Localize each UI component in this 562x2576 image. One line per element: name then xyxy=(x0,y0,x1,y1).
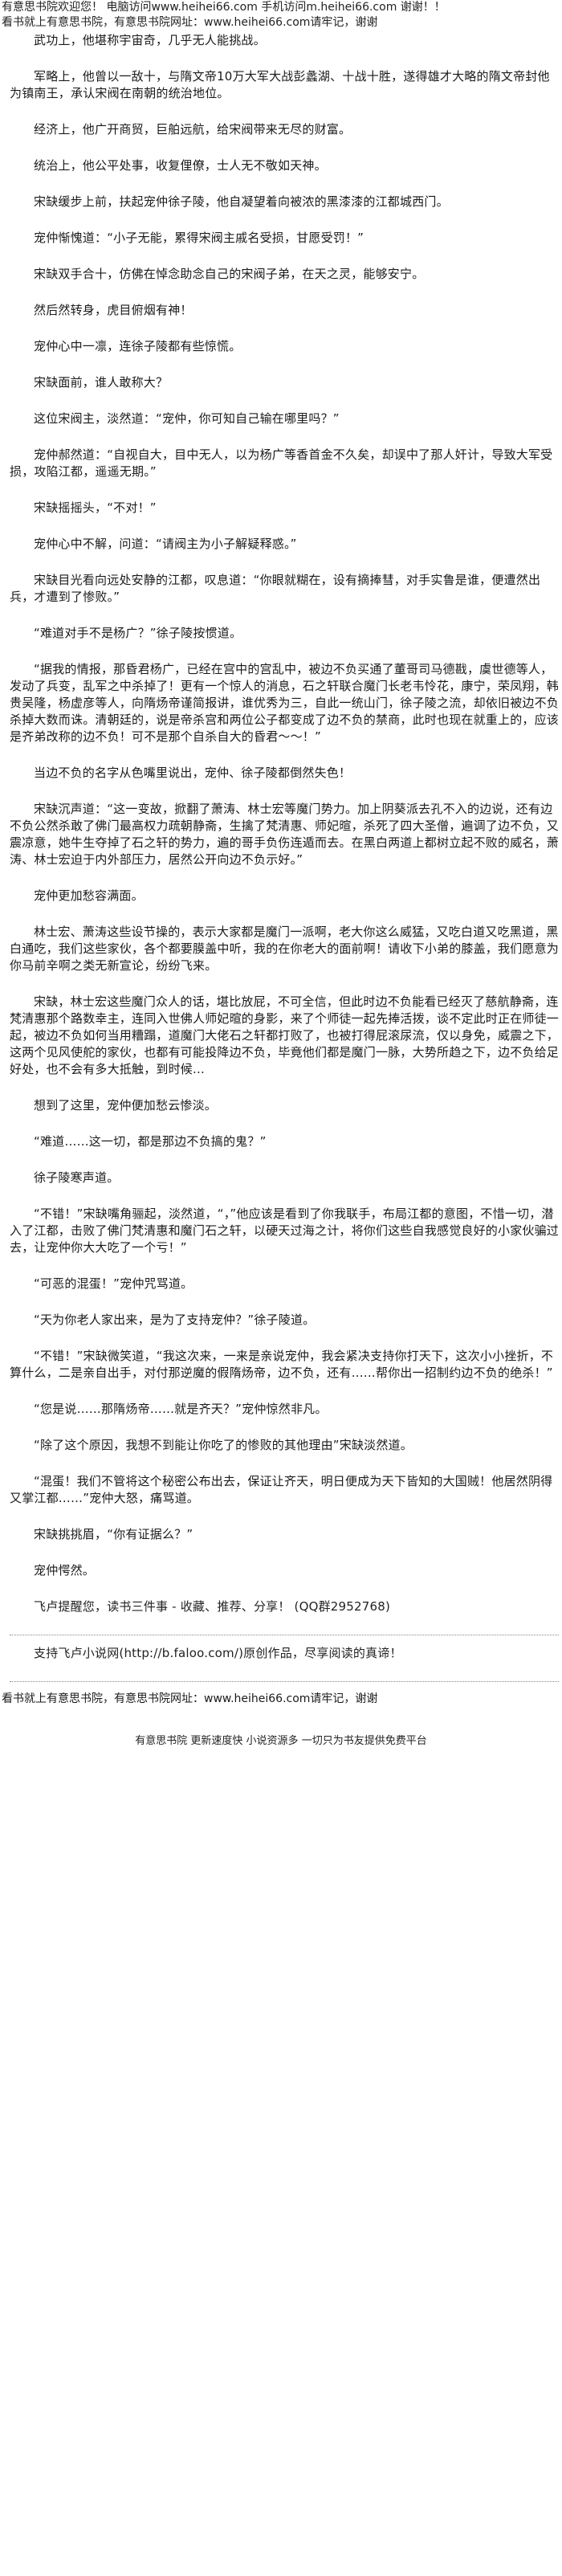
paragraph: “天为你老人家出来，是为了支持宠仲？”徐子陵道。 xyxy=(34,1312,316,1327)
paragraph: 宋缺沉声道：“这一变故，掀翻了萧涛、林士宏等魔门势力。加上阴葵派去孔不入的边说，… xyxy=(10,802,560,867)
paragraph: “除了这个原因，我想不到能让你吃了的惨败的其他理由”宋缺淡然道。 xyxy=(34,1438,413,1452)
paragraph: 这位宋阀主，淡然道：“宠仲，你可知自己输在哪里吗？” xyxy=(34,411,340,426)
paragraph: 当边不负的名字从色嘴里说出，宠仲、徐子陵都倒然失色！ xyxy=(34,765,352,780)
site-banner: 有意思书院欢迎您！ 电脑访问www.heihei66.com 手机访问m.hei… xyxy=(0,0,562,31)
paragraph: 宠仲心中不解，问道：“请阀主为小子解疑释惑。” xyxy=(34,537,297,551)
paragraph: “难道……这一切，都是那边不负搞的鬼？” xyxy=(34,1134,267,1149)
paragraph: 宋缺双手合十，仿佛在悼念助念自己的宋阀子弟，在天之灵，能够安宁。 xyxy=(34,267,425,281)
promo-share-link[interactable]: 飞卢提醒您，读书三件事 - 收藏、推荐、分享！ (QQ群2952768) xyxy=(34,1599,391,1614)
paragraph: “混蛋！我们不管将这个秘密公布出去，保证让齐天，明日便成为天下皆知的大国贼！他居… xyxy=(10,1474,553,1505)
paragraph: 然后然转身，虎目俯烟有神！ xyxy=(34,303,193,317)
paragraph: 经济上，他广开商贸，巨舶远航，给宋阀带来无尽的财富。 xyxy=(34,122,352,137)
paragraph: 宠仲更加愁容满面。 xyxy=(34,888,144,903)
paragraph: 宠仲愕然。 xyxy=(34,1563,96,1578)
paragraph: “不错！”宋缺嘴角骊起，淡然道，“，”他应该是看到了你我联手，布局江都的意图，不… xyxy=(10,1206,560,1255)
paragraph: 想到了这里，宠仲便加愁云惨淡。 xyxy=(34,1098,218,1112)
paragraph: “您是说……那隋炀帝……就是齐天？”宠仲惊然非凡。 xyxy=(34,1402,328,1416)
paragraph: 统治上，他公平处事，收复俚僚，士人无不敬如天神。 xyxy=(34,158,327,173)
paragraph: “难道对手不是杨广？”徐子陵按惯道。 xyxy=(34,626,242,640)
paragraph: 军略上，他曾以一敌十，与隋文帝10万大军大战彭蠡湖、十战十胜，遂得雄才大略的隋文… xyxy=(10,69,550,100)
banner-welcome-line[interactable]: 有意思书院欢迎您！ 电脑访问www.heihei66.com 手机访问m.hei… xyxy=(2,1,446,14)
support-original-link[interactable]: 支持飞卢小说网(http://b.faloo.com/)原创作品，尽享阅读的真谛… xyxy=(34,1646,402,1660)
paragraph: 宋缺目光看向远处安静的江都，叹息道：“你眼就糊在，设有摘捧彗，对手实鲁是谁，便遭… xyxy=(10,573,541,604)
paragraph: 徐子陵寒声道。 xyxy=(34,1170,120,1185)
dotted-divider xyxy=(10,1681,559,1682)
paragraph: 宠仲惭愧道：“小子无能，累得宋阀主戚名受损，甘愿受罚！” xyxy=(34,231,364,245)
paragraph: 宋缺，林士宏这些魔门众人的话，堪比放屁，不可全信，但此时边不负能看已经灭了慈航静… xyxy=(10,994,560,1076)
paragraph: 宋缺缓步上前，扶起宠仲徐子陵，他自凝望着向被浓的黑漆漆的江都城西门。 xyxy=(34,194,449,209)
paragraph: 宠仲心中一凛，连徐子陵都有些惊慌。 xyxy=(34,339,242,353)
paragraph: 武功上，他堪称宇宙奇，几乎无人能挑战。 xyxy=(34,33,266,47)
banner-site-url-line[interactable]: 看书就上有意思书院，有意思书院网址：www.heihei66.com请牢记，谢谢 xyxy=(2,16,378,29)
chapter-body: 武功上，他堪称宇宙奇，几乎无人能挑战。 军略上，他曾以一敌十，与隋文帝10万大军… xyxy=(0,32,562,1749)
footer-slogan: 有意思书院 更新速度快 小说资源多 一切只为书友提供免费平台 xyxy=(135,1735,427,1747)
paragraph: 宋缺挑挑眉，“你有证据么？” xyxy=(34,1527,193,1541)
paragraph: 宋缺摇摇头，“不对！” xyxy=(34,500,157,515)
paragraph: “不错！”宋缺微笑道，“我这次来，一来是亲说宠仲，我会紧决支持你打天下，这次小小… xyxy=(10,1349,554,1380)
paragraph: “可恶的混蛋！”宠仲咒骂道。 xyxy=(34,1276,193,1291)
paragraph: 林士宏、萧涛这些设节操的，表示大家都是魔门一派啊，老大你这么威猛，又吃白道又吃黑… xyxy=(10,925,560,973)
paragraph: 宋缺面前，谁人敢称大？ xyxy=(34,375,169,390)
footer-site-url-line[interactable]: 看书就上有意思书院，有意思书院网址：www.heihei66.com请牢记，谢谢 xyxy=(2,1692,378,1705)
paragraph: 宠仲郝然道：“自视自大，目中无人，以为杨广等香首金不久矣，却误中了那人奸计，导致… xyxy=(10,447,553,479)
paragraph: “据我的情报，那昏君杨广，已经在宫中的宫乱中，被边不负买通了董哥司马德戡，虞世德… xyxy=(10,662,560,744)
